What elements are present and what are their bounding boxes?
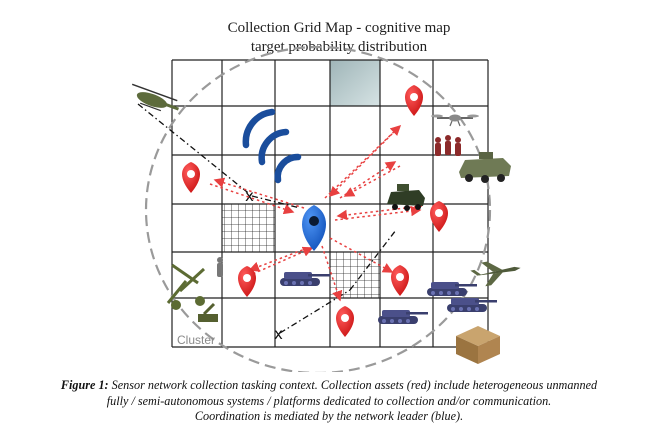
red-location-pin-icon (182, 162, 200, 193)
blue-location-pin-icon (302, 205, 326, 251)
caption-line-3: Coordination is mediated by the network … (194, 409, 464, 423)
figure-title-line-1: Collection Grid Map - cognitive map (227, 20, 451, 36)
coordination-arrows (209, 124, 423, 302)
caption-line-1-text: Sensor network collection tasking contex… (108, 378, 598, 392)
hatched-grid-cell (330, 252, 380, 298)
x-marker: x (274, 325, 283, 343)
drone-icon (431, 114, 479, 127)
cluster-boundary-circle (144, 45, 492, 372)
tank-icon (280, 272, 330, 286)
figure-number: Figure 1: (60, 378, 109, 392)
figure-title-line-2: target probability distribution (250, 39, 428, 55)
x-marker: x (245, 187, 254, 205)
soldiers-icon (217, 257, 223, 277)
red-location-pin-icon (336, 306, 354, 337)
tank-icon (447, 298, 497, 312)
hatched-grid-cell (222, 204, 275, 252)
caption-line-1: Figure 1: Sensor network collection task… (0, 378, 658, 394)
caption-line-2: fully / semi-autonomous systems / platfo… (106, 393, 552, 408)
cluster-label: Cluster (177, 333, 215, 347)
red-location-pin-icon (391, 265, 409, 296)
armored-vehicle-icon (459, 152, 511, 183)
red-location-pin-icon (238, 266, 256, 297)
shaded-grid-cell (330, 60, 380, 106)
wireless-signal-icon (242, 108, 302, 184)
supply-crate-icon (456, 326, 500, 364)
red-location-pin-icon (405, 85, 423, 116)
helicopter-icon (131, 83, 179, 112)
artillery-icon (166, 263, 206, 310)
fighter-jet-icon (470, 261, 521, 287)
collection-grid-diagram: x x (131, 45, 521, 372)
armored-vehicle-icon (387, 184, 425, 211)
figure-caption: Figure 1: Sensor network collection task… (0, 378, 658, 425)
tank-icon (427, 282, 477, 296)
soldiers-icon (435, 135, 461, 156)
tank-icon (378, 310, 428, 324)
artillery-icon (198, 302, 218, 322)
